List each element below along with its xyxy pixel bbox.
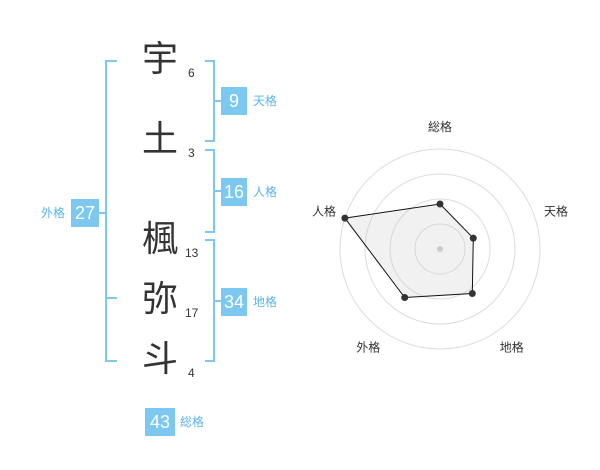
radar-axis-label: 総格: [428, 119, 452, 134]
name-char-3: 楓: [141, 219, 178, 260]
chikaku-label: 地格: [253, 295, 278, 309]
radar-axis-label: 地格: [500, 340, 524, 355]
radar-point: [401, 294, 409, 302]
gaikaku-value: 27: [71, 199, 99, 227]
stroke-count-5: 4: [188, 366, 195, 380]
gaikaku-bracket: [105, 60, 117, 362]
radar-ring: [389, 198, 491, 300]
tenkaku-label: 天格: [253, 94, 278, 108]
radar-axis-label: 人格: [312, 203, 336, 218]
radar-point: [436, 200, 444, 208]
radar-axis-label: 天格: [544, 203, 568, 218]
gaikaku-label: 外格: [41, 206, 66, 220]
radar-center: [437, 246, 443, 252]
name-char-5: 斗: [141, 339, 178, 380]
radar-point: [469, 234, 477, 242]
gaikaku-connector: [97, 212, 105, 214]
tenkaku-connector: [213, 100, 221, 102]
jinkaku-label: 人格: [253, 185, 278, 199]
name-char-4: 弥: [141, 279, 178, 320]
radar-point: [341, 214, 349, 222]
jinkaku-value: 16: [221, 178, 247, 206]
name-char-1: 宇: [141, 39, 178, 80]
radar-point: [468, 289, 476, 297]
radar-chart: 総格天格地格 外格 人格: [300, 110, 590, 380]
jinkaku-connector: [213, 190, 221, 192]
tenkaku-value: 9: [221, 87, 247, 115]
stroke-count-2: 3: [188, 146, 195, 160]
gaikaku-bracket-tick: [107, 297, 117, 299]
stroke-count-4: 17: [185, 306, 199, 320]
radar-ring: [414, 223, 466, 275]
radar-axis-label: 外格: [356, 340, 380, 355]
stroke-count-1: 6: [188, 66, 195, 80]
radar-ring: [364, 173, 516, 325]
radar-ring: [339, 148, 541, 350]
chikaku-connector: [213, 300, 221, 302]
soukaku-value: 43: [145, 408, 175, 436]
radar-polygon: [343, 203, 474, 299]
soukaku-label: 総格: [180, 415, 205, 429]
stroke-count-3: 13: [185, 246, 199, 260]
name-char-2: 土: [141, 119, 178, 160]
chikaku-value: 34: [221, 288, 247, 316]
